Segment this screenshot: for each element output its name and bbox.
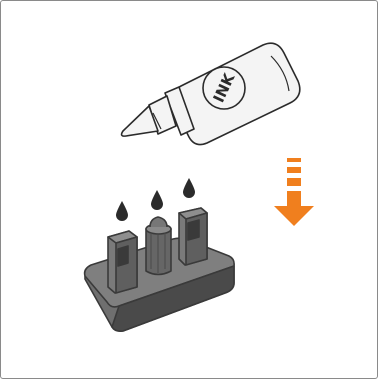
down-arrow-icon: [274, 158, 314, 226]
bottle-nozzle-tip: [120, 105, 159, 137]
bottle-label-circle: [202, 66, 246, 110]
base-side: [111, 265, 235, 332]
post-left: [107, 230, 138, 294]
post-middle: [145, 216, 172, 276]
ink-drop-middle: [151, 190, 163, 210]
ink-drops: [116, 178, 195, 221]
cartridge-base: [83, 207, 235, 332]
post-right: [178, 207, 208, 266]
bottle-cap-ring: [164, 86, 195, 136]
ink-drop-left: [116, 201, 128, 221]
ink-drop-right: [183, 178, 195, 198]
ink-bottle: INK: [120, 42, 301, 146]
